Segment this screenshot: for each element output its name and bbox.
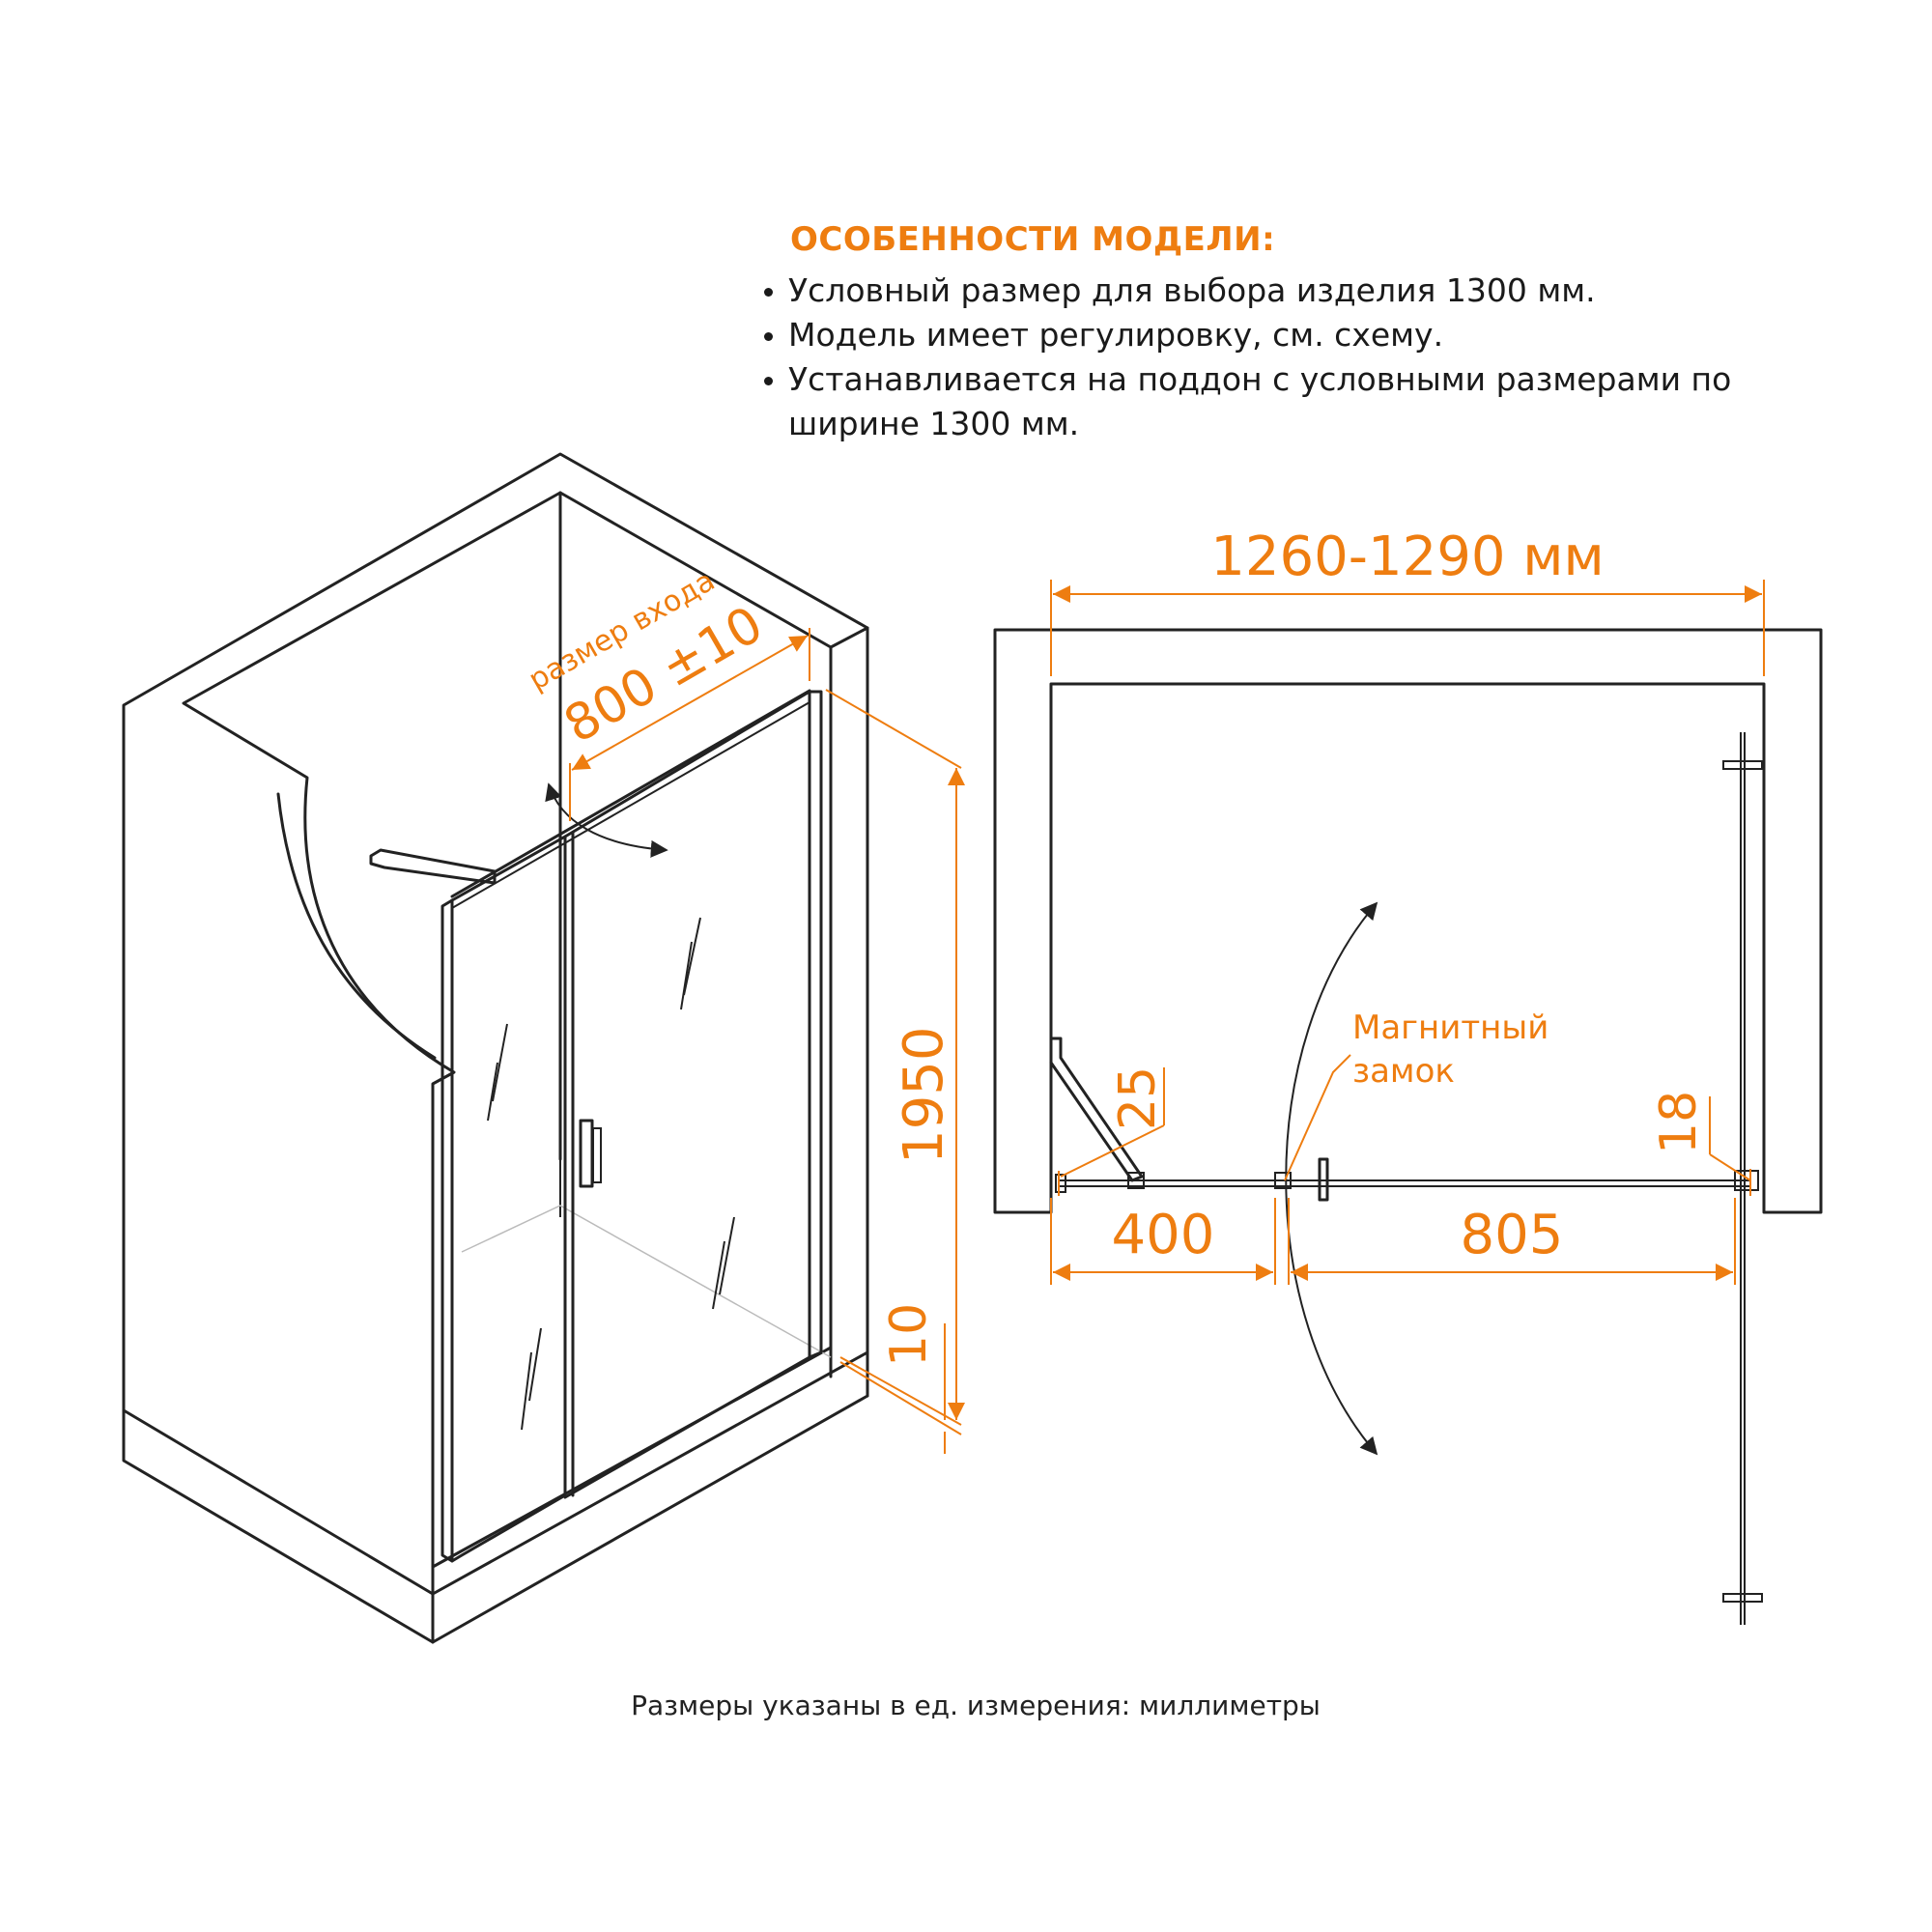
plan-magnet-leader <box>1284 1054 1351 1181</box>
features-block: ОСОБЕННОСТИ МОДЕЛИ: Условный размер для … <box>734 220 1855 446</box>
plan-offset-left-leader <box>1060 1124 1165 1178</box>
plan-offset-left-value: 25 <box>1109 1066 1167 1130</box>
plan-offset-right-leader-2 <box>1709 1153 1751 1181</box>
footer-note: Размеры указаны в ед. измерения: миллиме… <box>631 1690 1321 1721</box>
plan-door-value: 805 <box>1461 1204 1564 1266</box>
iso-door-handle <box>579 1119 594 1188</box>
feature-item: Модель имеет регулировку, см. схему. <box>788 313 1855 357</box>
iso-height-ext-top <box>825 689 962 769</box>
iso-glass-reflections <box>487 917 735 1431</box>
feature-item: Устанавливается на поддон с условными ра… <box>788 357 1855 446</box>
feature-item: Условный размер для выбора изделия 1300 … <box>788 269 1855 313</box>
iso-wall-bracket <box>369 848 497 885</box>
iso-door-handle-bar <box>592 1127 602 1183</box>
iso-fixed-panel <box>440 835 567 1563</box>
plan-stabiliser-clamp <box>1127 1172 1145 1189</box>
iso-gap-ext <box>839 1361 962 1435</box>
iso-tray <box>431 1346 869 1644</box>
plan-stabiliser <box>1049 1037 1144 1182</box>
plan-left-profile <box>1055 1174 1066 1193</box>
plan-door-open-top-handle <box>1722 760 1763 770</box>
iso-height-ext-bottom <box>839 1356 962 1426</box>
plan-swing-arc <box>1285 901 1378 1456</box>
iso-door-panel <box>563 690 823 1499</box>
iso-entry-dim-line <box>571 635 809 771</box>
iso-swing-arrow <box>545 782 668 858</box>
iso-left-wall <box>122 452 869 1644</box>
plan-door-open-bottom-handle <box>1722 1593 1763 1603</box>
plan-magnet-joint <box>1274 1172 1292 1189</box>
iso-top-rail-inner <box>451 701 810 909</box>
plan-magnet-label-2: замок <box>1352 1052 1455 1091</box>
plan-view: 1260-1290 мм Магнитный замок 25 <box>993 526 1823 1625</box>
plan-door-handle <box>1318 1157 1329 1202</box>
plan-walls <box>993 628 1823 1214</box>
iso-tray-floor <box>461 1205 832 1358</box>
features-title: ОСОБЕННОСТИ МОДЕЛИ: <box>790 220 1276 259</box>
iso-height-value: 1950 <box>893 1026 955 1164</box>
plan-fixed-value: 400 <box>1112 1204 1215 1266</box>
plan-magnet-label-1: Магнитный <box>1352 1009 1548 1047</box>
iso-view: размер входа 800 ±10 1950 10 <box>122 452 965 1644</box>
plan-width-value: 1260-1290 мм <box>1210 526 1605 588</box>
iso-wall-curve <box>276 792 437 1060</box>
features-list: Условный размер для выбора изделия 1300 … <box>734 269 1855 446</box>
plan-right-profile <box>1734 1170 1759 1191</box>
plan-offset-right-value: 18 <box>1650 1091 1708 1154</box>
iso-gap-value: 10 <box>880 1303 938 1367</box>
iso-base-line <box>122 1408 435 1596</box>
